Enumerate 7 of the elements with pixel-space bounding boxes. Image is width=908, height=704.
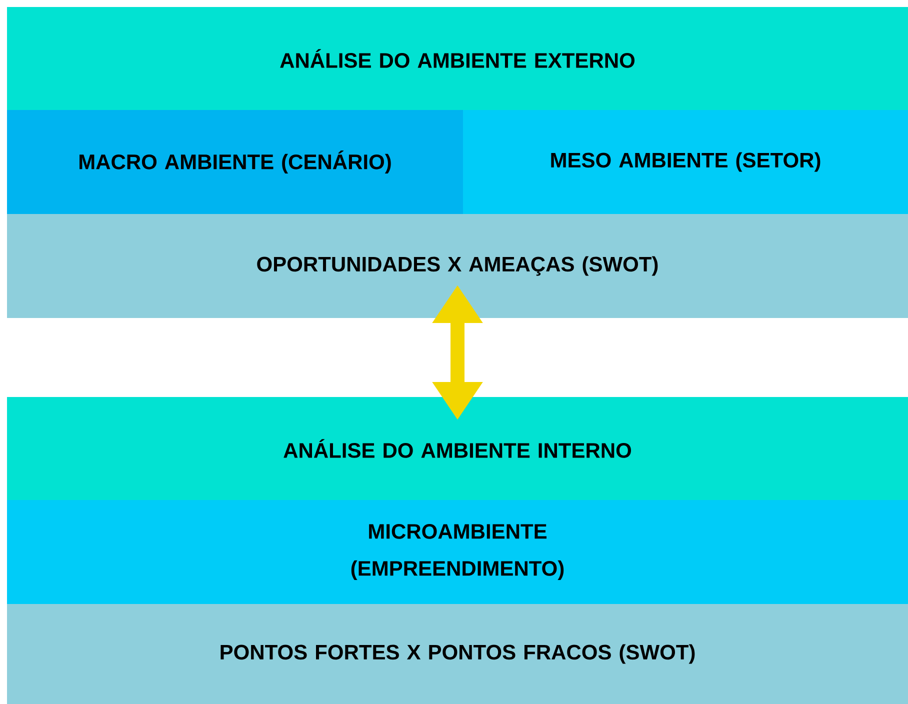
result-band: OPORTUNIDADES X AMEAÇAS (SWOT) xyxy=(7,214,908,318)
section-box: MICROAMBIENTE (EMPREENDIMENTO) xyxy=(7,500,908,604)
section-box: MESO AMBIENTE (SETOR) xyxy=(463,110,908,214)
section-box: MACRO AMBIENTE (CENÁRIO) xyxy=(7,110,463,214)
header-band: ANÁLISE DO AMBIENTE EXTERNO xyxy=(7,7,908,110)
result-band: PONTOS FORTES X PONTOS FRACOS (SWOT) xyxy=(7,604,908,704)
header-band: ANÁLISE DO AMBIENTE INTERNO xyxy=(7,397,908,500)
